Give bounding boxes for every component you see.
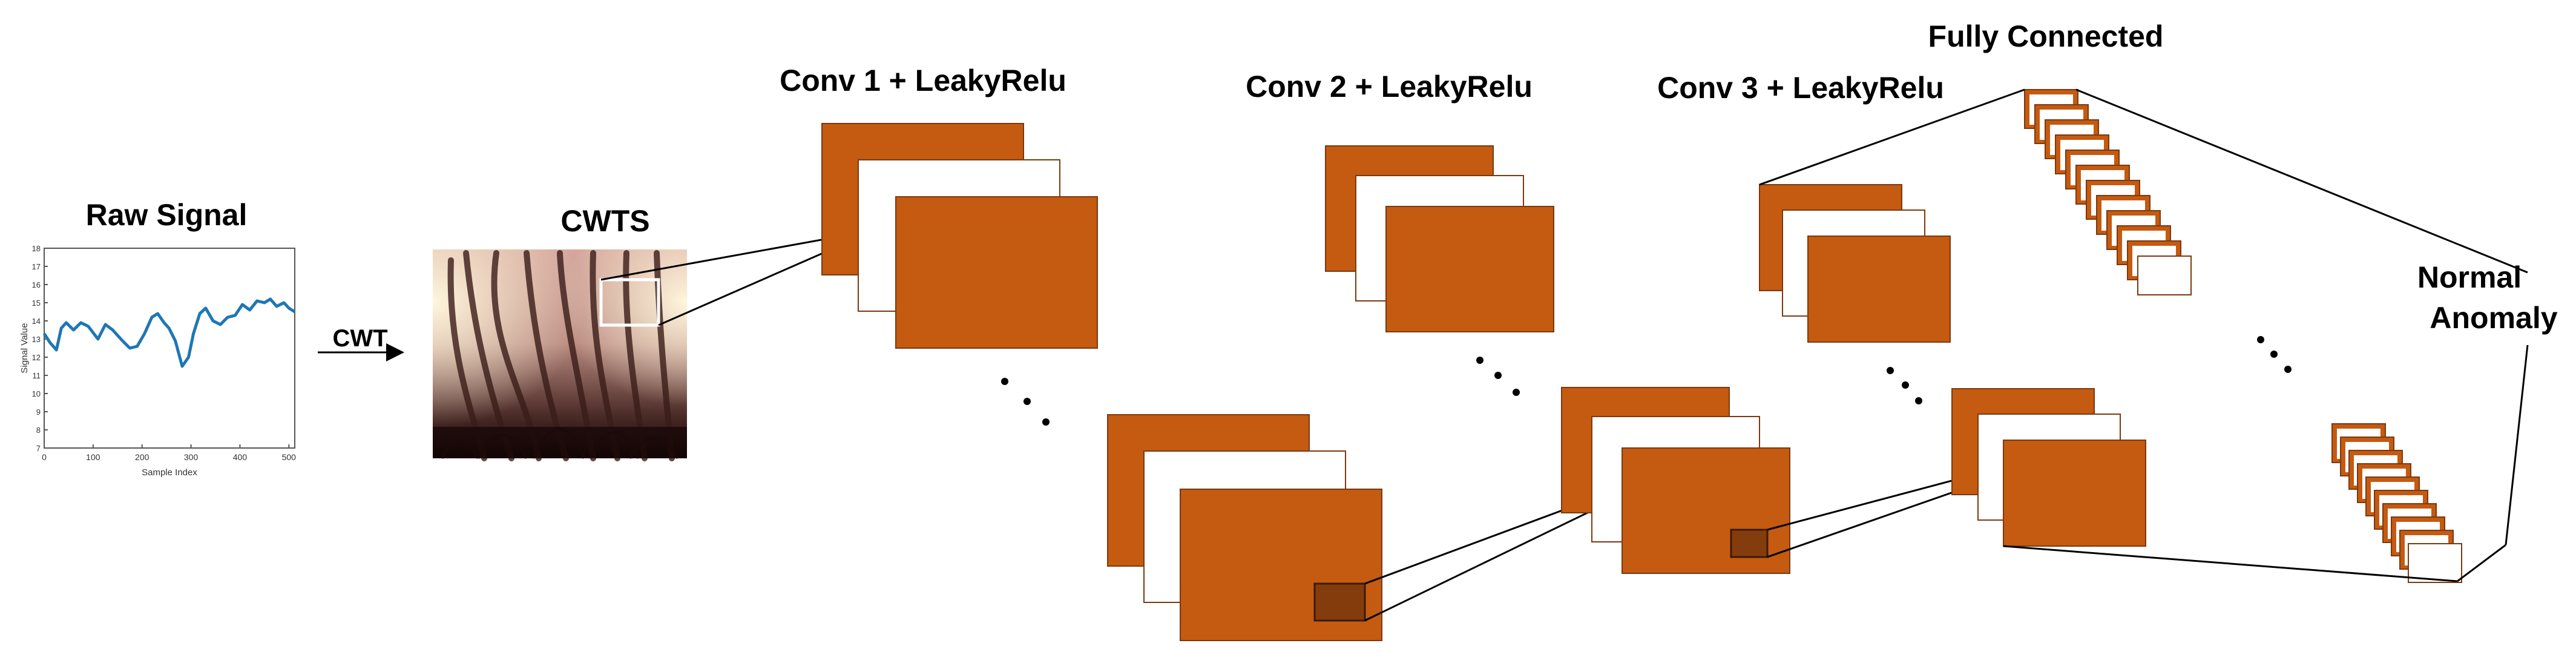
raw-signal-plot: 7 8 9 10 11 12 13 14 15 16 17 18 0 100 200 300 400 500 S… xyxy=(19,244,296,478)
y-tick-label: 9 xyxy=(36,407,41,417)
feature-map xyxy=(2003,440,2146,547)
y-tick-label: 17 xyxy=(32,262,41,271)
ellipsis-dots-icon xyxy=(1476,357,1520,396)
y-tick-label: 14 xyxy=(32,317,41,326)
conv-kernel xyxy=(1313,582,1366,622)
conv3-feature-maps-bottom xyxy=(1951,388,2146,547)
conv1-feature-maps-bottom xyxy=(1107,414,1382,641)
x-axis-label: Sample Index xyxy=(142,467,197,478)
y-tick-label: 12 xyxy=(32,353,41,362)
projection-line xyxy=(2003,545,2458,582)
cwt-arrow-label: CWT xyxy=(332,325,387,352)
x-tick-label: 400 xyxy=(233,452,248,462)
ellipsis-dots-icon xyxy=(2257,336,2292,373)
y-axis-label: Signal Value xyxy=(19,323,30,373)
projection-line xyxy=(2075,88,2528,274)
conv2-feature-maps-bottom xyxy=(1561,387,1790,574)
conv-kernel xyxy=(1730,529,1769,558)
y-tick-label: 11 xyxy=(33,371,41,380)
ellipsis-dots-icon xyxy=(1001,378,1050,426)
projection-line xyxy=(1759,88,2025,186)
x-tick-label: 300 xyxy=(184,452,199,462)
fc-neuron xyxy=(2408,543,2462,583)
fc-neuron xyxy=(2137,255,2192,295)
x-tick-label: 200 xyxy=(135,452,150,462)
projection-line xyxy=(2457,544,2506,582)
y-tick-label: 18 xyxy=(32,244,41,253)
y-tick-label: 8 xyxy=(36,426,41,435)
feature-map xyxy=(895,196,1098,349)
cwts-title: CWTS xyxy=(560,204,649,238)
feature-map xyxy=(1385,206,1554,332)
fully-connected-title: Fully Connected xyxy=(1928,19,2164,53)
conv2-feature-maps-top xyxy=(1325,145,1554,332)
raw-signal-title: Raw Signal xyxy=(86,198,248,232)
fc-neurons-bottom xyxy=(2331,423,2462,583)
conv1-title: Conv 1 + LeakyRelu xyxy=(780,64,1066,97)
y-tick-label: 15 xyxy=(32,298,41,308)
plot-axes-box xyxy=(44,248,295,449)
cwt-scalogram-image xyxy=(433,249,687,461)
x-tick-label: 100 xyxy=(86,452,100,462)
y-tick-label: 7 xyxy=(36,444,41,453)
conv3-feature-maps-top xyxy=(1759,184,1951,343)
y-tick-label: 10 xyxy=(32,389,41,398)
output-label-anomaly: Anomaly xyxy=(2430,301,2557,335)
conv1-feature-maps-top xyxy=(821,123,1098,349)
cwt-crop-box xyxy=(599,278,660,327)
fc-neurons-top xyxy=(2024,89,2192,295)
projection-line xyxy=(2505,344,2529,545)
output-label-normal: Normal xyxy=(2417,260,2522,294)
signal-line xyxy=(42,297,296,368)
y-tick-label: 13 xyxy=(32,335,41,344)
x-tick-label: 500 xyxy=(282,452,297,462)
conv2-title: Conv 2 + LeakyRelu xyxy=(1246,70,1533,104)
y-tick-label: 16 xyxy=(32,280,41,289)
ellipsis-dots-icon xyxy=(1887,367,1922,404)
feature-map xyxy=(1807,236,1951,343)
x-tick-label: 0 xyxy=(42,452,47,462)
conv3-title: Conv 3 + LeakyRelu xyxy=(1657,71,1944,105)
